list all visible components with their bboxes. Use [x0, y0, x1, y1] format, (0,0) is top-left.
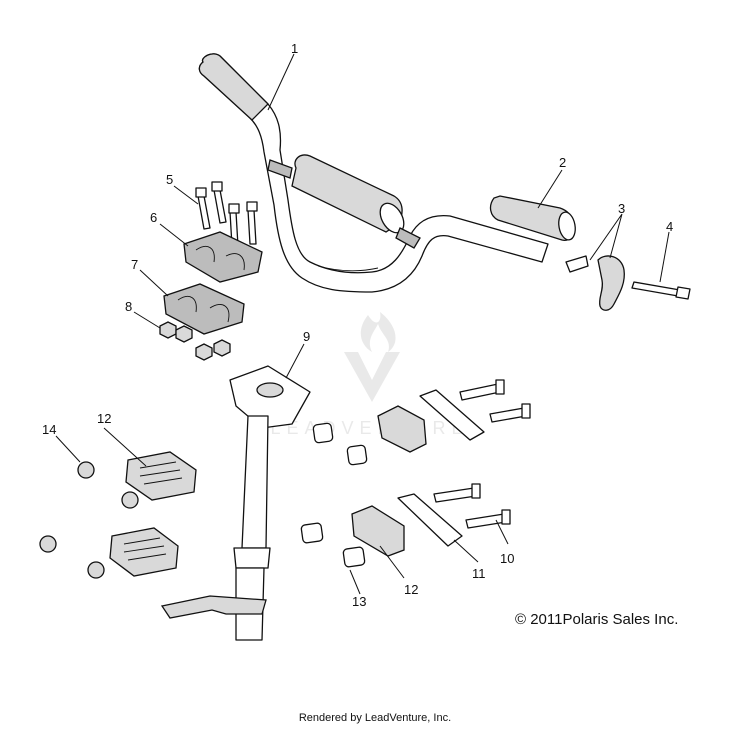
left-brackets: [39, 451, 197, 579]
handlebar: [198, 53, 549, 293]
callout-2: 2: [559, 155, 566, 170]
callout-8: 8: [125, 299, 132, 314]
callout-labels: 1 2 3 4 5 6 7 8 9 10 11 12 12 13 14: [42, 41, 673, 609]
throttle-lever: [565, 255, 625, 311]
lower-bracket-set: [300, 483, 511, 568]
callout-3: 3: [618, 201, 625, 216]
callout-1: 1: [291, 41, 298, 56]
callout-6: 6: [150, 210, 157, 225]
grip: [489, 195, 576, 241]
copyright-notice: © 2011Polaris Sales Inc.: [515, 611, 679, 628]
long-bolt: [631, 281, 691, 300]
callout-13: 13: [352, 594, 366, 609]
lower-clamp: [163, 283, 245, 335]
watermark: LEADVENTURE: [270, 312, 469, 438]
upper-bracket-set: [312, 379, 531, 466]
clamp-bolts: [195, 181, 258, 247]
callout-7: 7: [131, 257, 138, 272]
callout-5: 5: [166, 172, 173, 187]
steering-post: [160, 365, 311, 641]
callout-11: 11: [472, 566, 486, 581]
callout-10: 10: [500, 551, 514, 566]
callout-9: 9: [303, 329, 310, 344]
watermark-text: LEADVENTURE: [270, 418, 469, 438]
callout-4: 4: [666, 219, 673, 234]
upper-clamp: [183, 231, 263, 283]
callout-12-left: 12: [97, 411, 111, 426]
rendered-by-footer: Rendered by LeadVenture, Inc.: [298, 712, 452, 724]
callout-12-bottom: 12: [404, 582, 418, 597]
callout-14: 14: [42, 422, 56, 437]
clamp-nuts: [159, 321, 231, 361]
leader-lines: [55, 53, 670, 595]
